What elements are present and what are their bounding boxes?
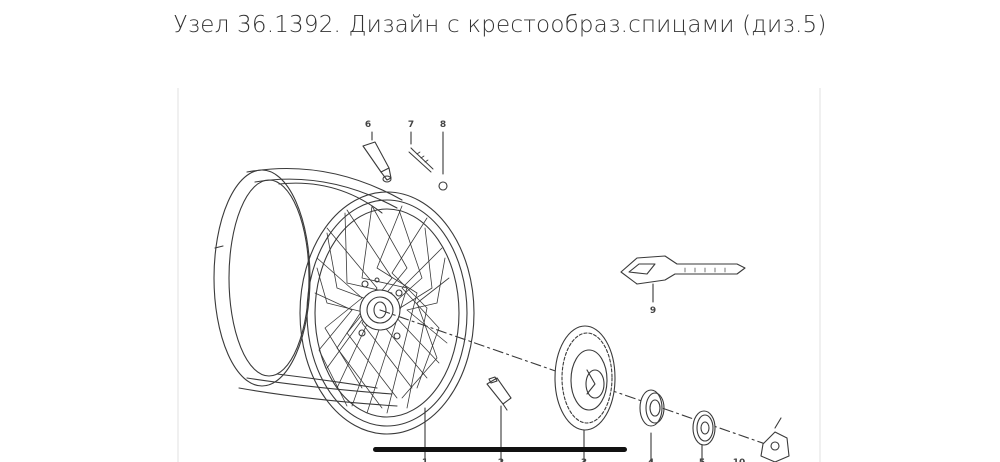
callout-3: 3 [581,458,587,462]
callout-9: 9 [650,306,656,316]
valve-cap-icon: 8 [438,120,448,191]
callout-8: 8 [440,120,446,130]
callout-6: 6 [365,120,371,130]
wheel-rim-icon [213,167,475,435]
lug-bolt-icon [486,376,512,411]
hub-cap-icon [554,325,616,431]
emblem-icon [639,389,665,427]
callout-2: 2 [498,458,504,462]
wheel-key-icon: 9 [620,255,746,316]
callout-10: 10 [733,458,746,462]
puller-tool-icon [760,417,790,462]
exploded-wheel-diagram: 6 7 8 9 [177,88,821,462]
callout-4: 4 [648,458,654,462]
horizontal-scrollbar[interactable] [373,447,627,452]
callout-1: 1 [422,458,428,462]
emblem-ring-icon [692,410,716,446]
parts-diagram: 6 7 8 9 [177,88,821,462]
callout-7: 7 [408,120,414,130]
valve-stem-icon: 7 [408,120,434,173]
page-title: Узел 36.1392. Дизайн с крестообраз.спица… [173,12,827,38]
valve-icon: 6 [362,120,392,183]
callout-5: 5 [699,458,705,462]
